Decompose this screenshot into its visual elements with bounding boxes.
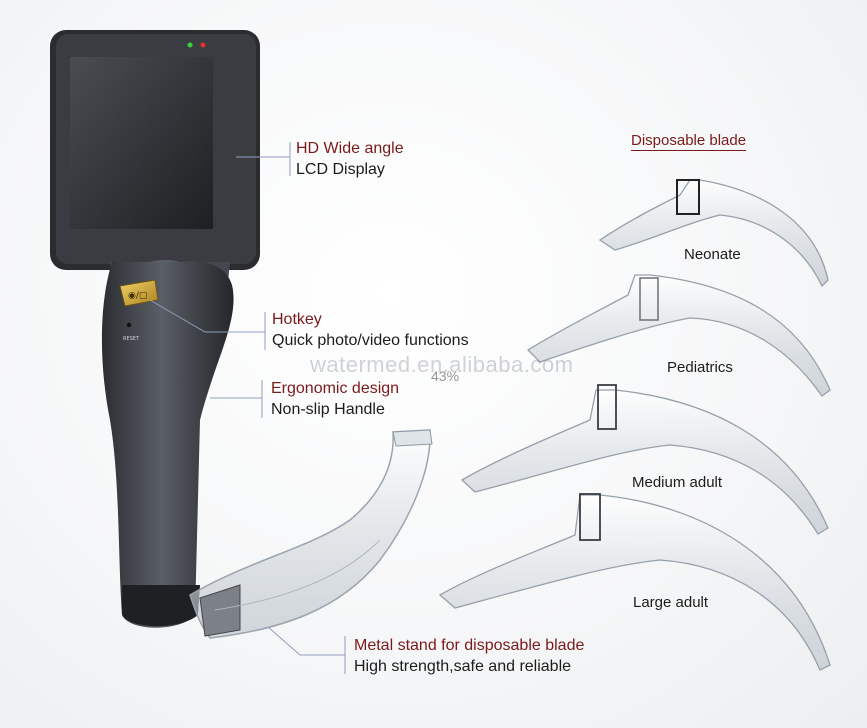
hotkey-button[interactable]: ◉/▢	[119, 279, 159, 307]
svg-text:◉/▢: ◉/▢	[128, 291, 147, 301]
blade-label-pediatrics: Pediatrics	[667, 359, 733, 376]
blade-large-adult	[438, 493, 831, 671]
reset-hole-icon	[126, 322, 132, 328]
callout-hotkey-desc: Quick photo/video functions	[272, 332, 469, 349]
blade-label-neonate: Neonate	[684, 246, 741, 263]
callout-hotkey-title: Hotkey	[272, 311, 322, 328]
callout-stand-title: Metal stand for disposable blade	[354, 637, 585, 654]
lcd-monitor	[50, 30, 260, 270]
status-led-icon	[200, 42, 206, 48]
callout-handle-title: Ergonomic design	[271, 380, 400, 397]
callout-display-desc: LCD Display	[296, 161, 385, 178]
blade-medium-adult	[460, 384, 829, 535]
blade-neonate	[598, 179, 829, 288]
callout-hotkey: Hotkey Quick photo/video functions	[272, 309, 469, 351]
blade-label-medium-adult: Medium adult	[632, 474, 723, 491]
leader-lines	[149, 142, 346, 674]
callout-stand-desc: High strength,safe and reliable	[354, 658, 572, 675]
blade-label-large-adult: Large adult	[633, 594, 709, 611]
blade-pediatrics	[526, 274, 831, 397]
handle	[101, 261, 234, 628]
callout-handle: Ergonomic design Non-slip Handle	[271, 378, 399, 420]
attached-blade	[189, 429, 433, 639]
blades-title: Disposable blade	[631, 132, 747, 151]
callout-display-title: HD Wide angle	[296, 140, 404, 157]
reset-label: RESET	[123, 336, 140, 342]
callout-stand: Metal stand for disposable blade High st…	[354, 635, 584, 677]
callout-handle-desc: Non-slip Handle	[271, 401, 385, 418]
watermark-text: watermed.en.alibaba.com	[310, 352, 574, 377]
zoom-indicator: 43%	[431, 368, 460, 384]
callout-display: HD Wide angle LCD Display	[296, 138, 404, 180]
power-led-icon	[187, 42, 193, 48]
